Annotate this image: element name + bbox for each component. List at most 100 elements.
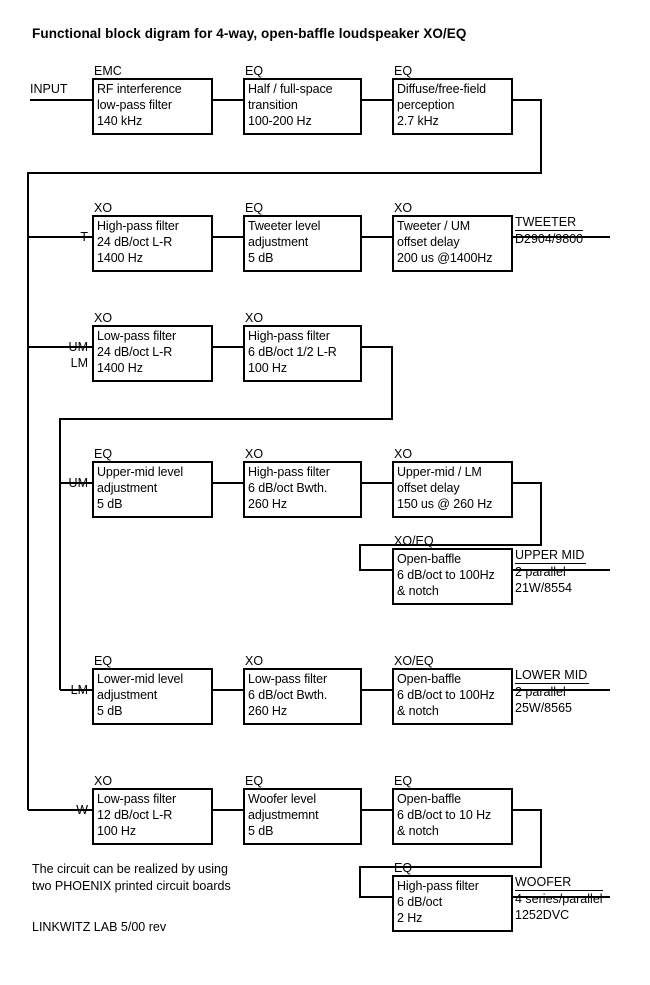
block-line: Low-pass filter xyxy=(97,329,177,343)
driver-line: 2 parallel xyxy=(515,565,566,579)
block-eq-half-full-space[interactable]: Half / full-space transition 100-200 Hz xyxy=(243,78,362,135)
driver-line: 25W/8565 xyxy=(515,701,572,715)
block-line: High-pass filter xyxy=(248,329,330,343)
block-caption-xoeq-um-baffle: XO/EQ xyxy=(394,534,434,548)
driver-line: 4 series/parallel xyxy=(515,892,603,906)
block-line: High-pass filter xyxy=(397,879,479,893)
block-line: 5 dB xyxy=(97,497,123,511)
block-line: 6 dB/oct to 100Hz xyxy=(397,568,495,582)
block-xo-tweeter-offset-delay[interactable]: Tweeter / UM offset delay 200 us @1400Hz xyxy=(392,215,513,272)
bus-tap-lower-mid: LM xyxy=(70,683,88,697)
block-caption-xo-lm-lp: XO xyxy=(245,654,264,668)
block-caption-emc-rf: EMC xyxy=(94,64,122,78)
block-line: RF interference xyxy=(97,82,182,96)
block-line: 140 kHz xyxy=(97,114,143,128)
block-xo-upper-mid-offset-delay[interactable]: Upper-mid / LM offset delay 150 us @ 260… xyxy=(392,461,513,518)
block-xo-lower-mid-lowpass[interactable]: Low-pass filter 6 dB/oct Bwth. 260 Hz xyxy=(243,668,362,725)
block-caption-eq-tw-level: EQ xyxy=(245,201,264,215)
block-eq-woofer-highpass[interactable]: High-pass filter 6 dB/oct 2 Hz xyxy=(392,875,513,932)
block-line: Low-pass filter xyxy=(97,792,177,806)
input-label: INPUT xyxy=(30,82,68,96)
note-credit: LINKWITZ LAB 5/00 rev xyxy=(32,920,167,934)
block-line: 5 dB xyxy=(248,251,274,265)
block-xo-upper-mid-highpass[interactable]: High-pass filter 6 dB/oct Bwth. 260 Hz xyxy=(243,461,362,518)
note-circuit-line2: two PHOENIX printed circuit boards xyxy=(32,879,231,893)
block-line: Open-baffle xyxy=(397,672,461,686)
bus-tap-lm: LM xyxy=(70,356,88,370)
block-xo-woofer-lowpass[interactable]: Low-pass filter 12 dB/oct L-R 100 Hz xyxy=(92,788,213,845)
block-line: 6 dB/oct to 10 Hz xyxy=(397,808,492,822)
block-line: & notch xyxy=(397,704,439,718)
block-emc-rf-interference[interactable]: RF interference low-pass filter 140 kHz xyxy=(92,78,213,135)
block-line: 24 dB/oct L-R xyxy=(97,345,173,359)
block-line: 260 Hz xyxy=(248,497,288,511)
block-xo-mid-highpass[interactable]: High-pass filter 6 dB/oct 1/2 L-R 100 Hz xyxy=(243,325,362,382)
block-xoeq-lower-mid-open-baffle[interactable]: Open-baffle 6 dB/oct to 100Hz & notch xyxy=(392,668,513,725)
block-line: High-pass filter xyxy=(248,465,330,479)
driver-line: 1252DVC xyxy=(515,908,570,922)
block-line: Tweeter level xyxy=(248,219,321,233)
driver-name: LOWER MID xyxy=(515,668,590,684)
block-eq-diffuse-free-field[interactable]: Diffuse/free-field perception 2.7 kHz xyxy=(392,78,513,135)
block-line: 150 us @ 260 Hz xyxy=(397,497,493,511)
driver-tweeter: TWEETER D2904/9800 xyxy=(515,214,584,247)
block-line: Tweeter / UM xyxy=(397,219,471,233)
block-line: 6 dB/oct to 100Hz xyxy=(397,688,495,702)
block-eq-woofer-level[interactable]: Woofer level adjustmemnt 5 dB xyxy=(243,788,362,845)
block-caption-xo-mid-hp: XO xyxy=(245,311,264,325)
block-line: 1400 Hz xyxy=(97,361,143,375)
block-line: 6 dB/oct xyxy=(397,895,443,909)
block-line: 2 Hz xyxy=(397,911,423,925)
driver-upper-mid: UPPER MID 2 parallel 21W/8554 xyxy=(515,547,587,596)
driver-lower-mid: LOWER MID 2 parallel 25W/8565 xyxy=(515,667,590,716)
block-caption-xo-tw-hp: XO xyxy=(94,201,113,215)
block-line: 100 Hz xyxy=(97,824,137,838)
block-eq-upper-mid-level[interactable]: Upper-mid level adjustment 5 dB xyxy=(92,461,213,518)
driver-woofer: WOOFER 4 series/parallel 1252DVC xyxy=(515,874,603,923)
block-line: & notch xyxy=(397,824,439,838)
block-line: 100-200 Hz xyxy=(248,114,312,128)
block-line: Diffuse/free-field xyxy=(397,82,486,96)
block-eq-lower-mid-level[interactable]: Lower-mid level adjustment 5 dB xyxy=(92,668,213,725)
block-caption-eq-lm-level: EQ xyxy=(94,654,113,668)
block-line: 100 Hz xyxy=(248,361,288,375)
block-xo-tweeter-highpass[interactable]: High-pass filter 24 dB/oct L-R 1400 Hz xyxy=(92,215,213,272)
block-line: perception xyxy=(397,98,455,112)
block-line: Low-pass filter xyxy=(248,672,328,686)
block-caption-xo-um-hp: XO xyxy=(245,447,264,461)
driver-name: UPPER MID xyxy=(515,548,587,564)
block-line: Open-baffle xyxy=(397,552,461,566)
block-caption-eq-w-hp: EQ xyxy=(394,861,413,875)
block-line: & notch xyxy=(397,584,439,598)
block-line: 6 dB/oct Bwth. xyxy=(248,688,328,702)
block-caption-eq-diffuse: EQ xyxy=(394,64,413,78)
block-line: adjustment xyxy=(97,481,158,495)
block-line: low-pass filter xyxy=(97,98,172,112)
block-line: High-pass filter xyxy=(97,219,179,233)
block-line: 260 Hz xyxy=(248,704,288,718)
block-eq-tweeter-level[interactable]: Tweeter level adjustment 5 dB xyxy=(243,215,362,272)
block-line: 6 dB/oct Bwth. xyxy=(248,481,328,495)
block-xoeq-upper-mid-open-baffle[interactable]: Open-baffle 6 dB/oct to 100Hz & notch xyxy=(392,548,513,605)
block-line: 5 dB xyxy=(248,824,274,838)
block-line: Lower-mid level xyxy=(97,672,184,686)
driver-name: TWEETER xyxy=(515,214,584,231)
driver-line: 2 parallel xyxy=(515,685,566,699)
block-line: adjustmemnt xyxy=(248,808,319,822)
block-line: 200 us @1400Hz xyxy=(397,251,493,265)
bus-tap-upper-mid: UM xyxy=(68,476,88,490)
block-line: transition xyxy=(248,98,298,112)
block-line: adjustment xyxy=(97,688,158,702)
block-xo-mid-lowpass[interactable]: Low-pass filter 24 dB/oct L-R 1400 Hz xyxy=(92,325,213,382)
block-line: 5 dB xyxy=(97,704,123,718)
bus-tap-woofer: W xyxy=(76,803,88,817)
block-caption-eq-w-level: EQ xyxy=(245,774,264,788)
block-line: 1400 Hz xyxy=(97,251,143,265)
block-caption-xo-tw-delay: XO xyxy=(394,201,413,215)
block-caption-xo-w-lp: XO xyxy=(94,774,113,788)
note-circuit-line1: The circuit can be realized by using xyxy=(32,862,228,876)
block-line: Open-baffle xyxy=(397,792,461,806)
block-eq-woofer-open-baffle[interactable]: Open-baffle 6 dB/oct to 10 Hz & notch xyxy=(392,788,513,845)
